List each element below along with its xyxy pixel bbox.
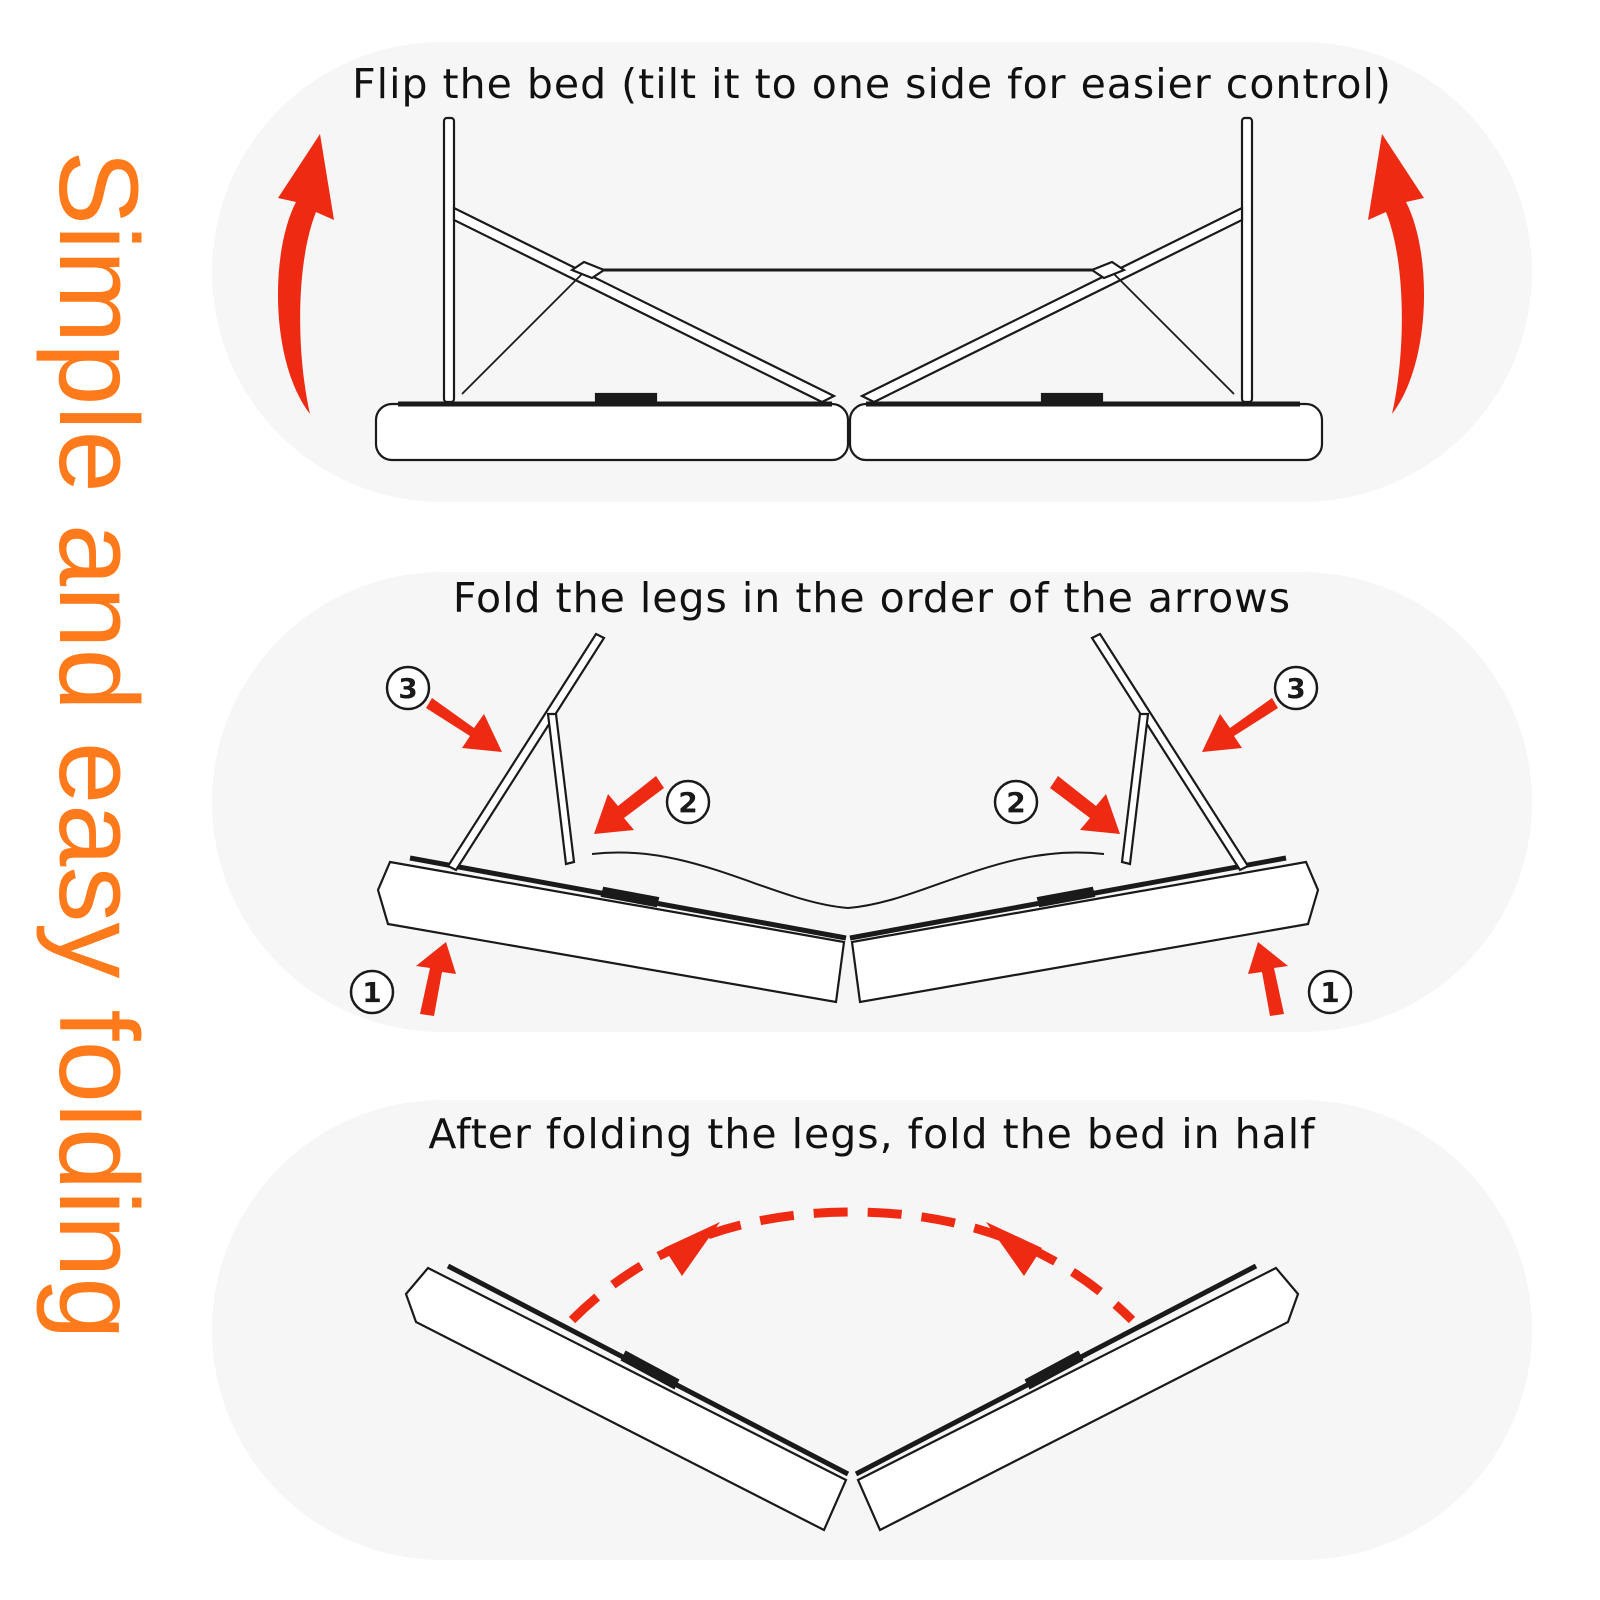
badge-three-left: 3	[385, 665, 431, 711]
v-folded-bed	[404, 1263, 1300, 1532]
left-bed-half	[374, 402, 850, 462]
svg-text:3: 3	[398, 672, 417, 705]
left-leg-inner	[546, 712, 576, 866]
step-1-caption: Flip the bed (tilt it to one side for ea…	[352, 60, 1392, 108]
right-leg	[1240, 116, 1254, 404]
left-bed-half	[376, 860, 846, 1004]
step-number-badges: 3 2 1 3 2 1	[349, 665, 1353, 1015]
badge-two-left: 2	[665, 779, 711, 825]
left-hinge	[620, 1350, 680, 1390]
svg-text:2: 2	[678, 786, 697, 819]
left-hinge	[600, 886, 660, 908]
left-support-wire	[461, 271, 585, 395]
headline-text: Simple and easy folding	[36, 150, 161, 1339]
step-3-caption: After folding the legs, fold the bed in …	[428, 1110, 1316, 1158]
right-bed-half	[848, 402, 1324, 462]
left-brace	[452, 206, 837, 404]
left-leg	[442, 116, 456, 404]
step-2-illustration: 3 2 1 3 2 1	[349, 632, 1353, 1016]
svg-text:3: 3	[1286, 672, 1305, 705]
left-leg-outer	[446, 632, 606, 872]
side-headline: Simple and easy folding	[36, 150, 161, 1339]
step-3-panel: After folding the legs, fold the bed in …	[212, 1100, 1532, 1560]
svg-text:1: 1	[362, 976, 381, 1009]
straight-arrow-icon	[416, 698, 1288, 1016]
tilted-bed-frame	[376, 632, 1320, 1004]
right-hinge	[1024, 1350, 1084, 1390]
step-1-illustration	[277, 116, 1425, 462]
dashed-arc-arrow-icon	[568, 1207, 1136, 1324]
svg-text:1: 1	[1320, 976, 1339, 1009]
flipped-bed-frame	[374, 116, 1324, 462]
right-bracket	[1089, 260, 1127, 280]
svg-text:2: 2	[1006, 786, 1025, 819]
step-3-illustration	[404, 1207, 1300, 1532]
step-2-panel: Fold the legs in the order of the arrows	[212, 572, 1532, 1032]
right-brace	[859, 206, 1244, 404]
right-bed-half	[856, 1266, 1300, 1532]
badge-one-left: 1	[349, 969, 395, 1015]
badge-two-right: 2	[993, 779, 1039, 825]
right-bed-half	[850, 860, 1320, 1004]
left-bed-half	[404, 1266, 848, 1532]
left-bracket	[569, 260, 607, 280]
right-leg-outer	[1090, 632, 1250, 872]
center-wire	[591, 851, 1105, 910]
badge-one-right: 1	[1307, 969, 1353, 1015]
curved-up-arrow-icon	[277, 134, 334, 414]
step-1-panel: Flip the bed (tilt it to one side for ea…	[212, 42, 1532, 502]
curved-up-arrow-icon	[1368, 134, 1425, 414]
right-hinge	[1040, 392, 1104, 405]
right-support-wire	[1111, 271, 1235, 395]
step-2-caption: Fold the legs in the order of the arrows	[452, 574, 1292, 622]
right-hinge	[1036, 886, 1096, 908]
left-hinge	[594, 392, 658, 405]
badge-three-right: 3	[1273, 665, 1319, 711]
right-leg-inner	[1120, 712, 1150, 866]
